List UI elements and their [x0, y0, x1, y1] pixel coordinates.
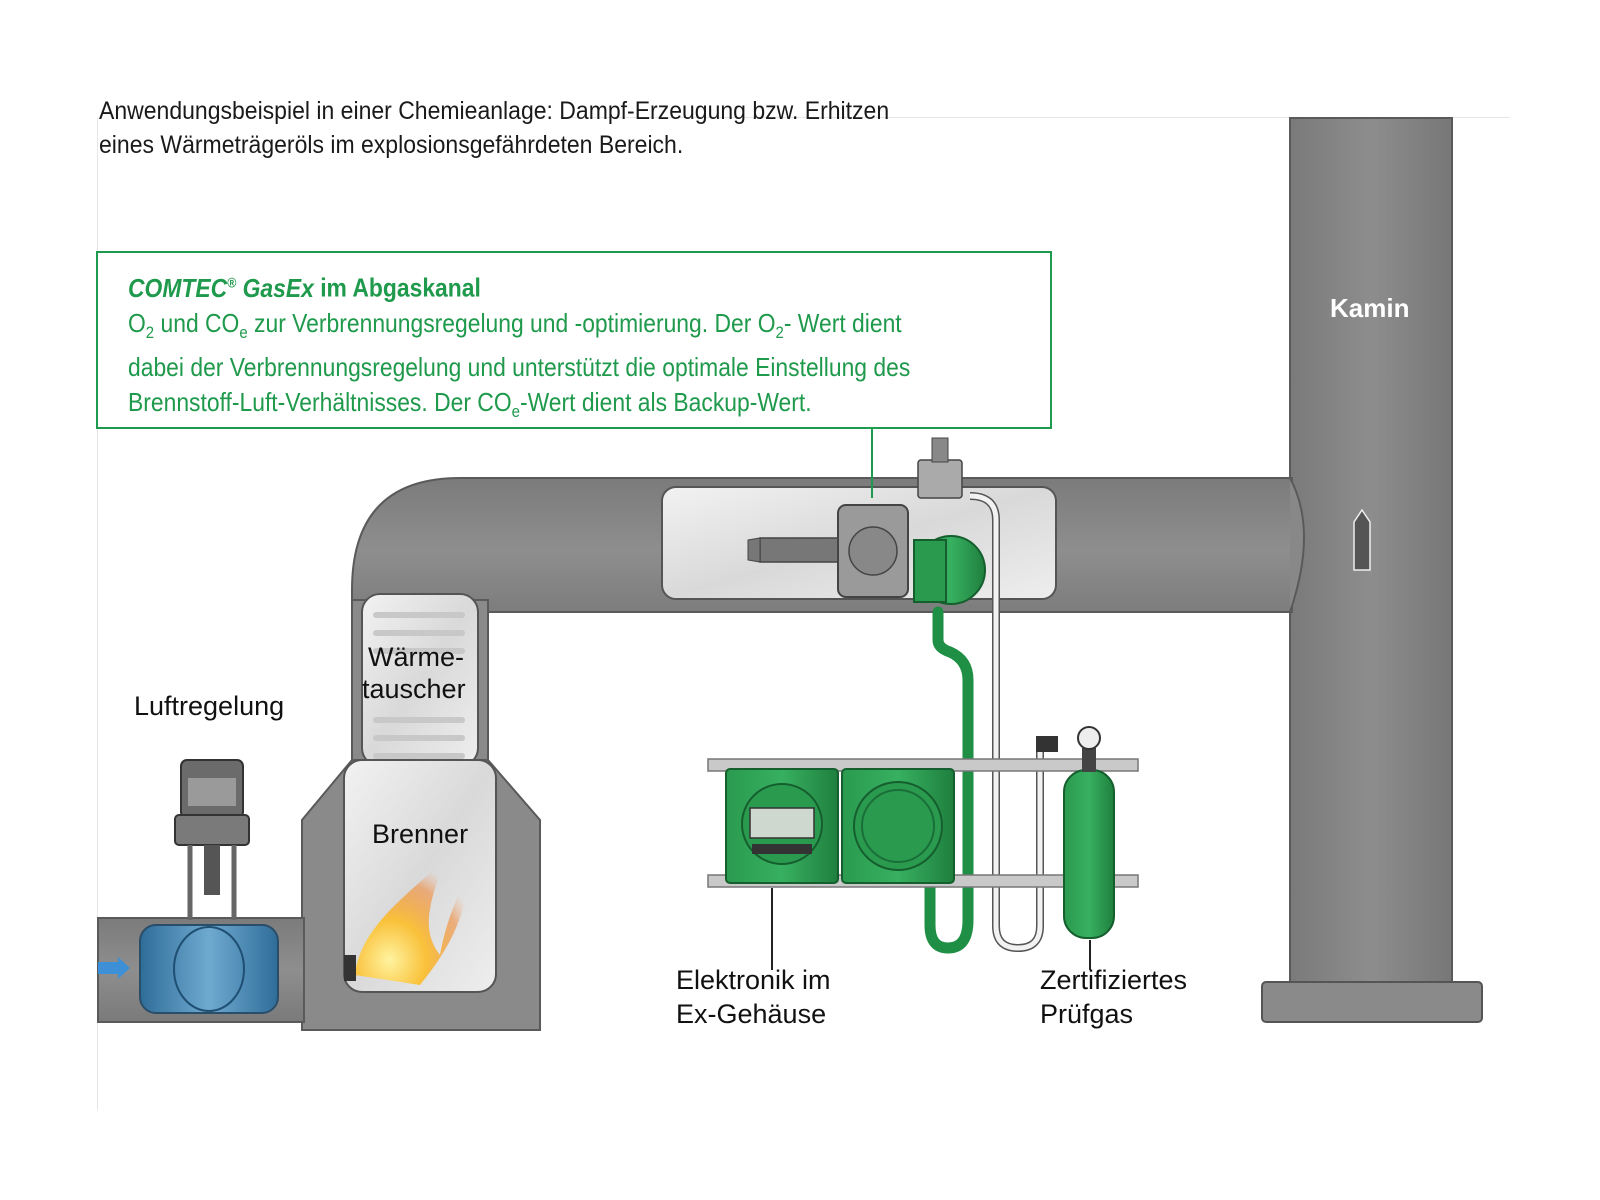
test-gas-cylinder [1036, 726, 1115, 939]
frame-top-rule [560, 117, 1510, 118]
callout-line-3: Brennstoff-Luft-Verhältnisses. Der COe-W… [128, 385, 910, 429]
label-elektronik-2: Ex-Gehäuse [676, 999, 827, 1029]
callout-line-2: dabei der Verbrennungsregelung und unter… [128, 351, 911, 382]
callout-text: COMTEC® GasEx im Abgaskanal O2 und COe z… [128, 265, 910, 429]
electronics-housing-right [841, 768, 955, 884]
label-kamin: Kamin [1330, 293, 1410, 323]
label-luftregelung: Luftregelung [134, 691, 285, 721]
heat-exchanger [351, 593, 489, 767]
t-line3-a: Brennstoff-Luft-Verhältnisses. Der CO [128, 386, 512, 417]
t-mid: zur Verbrennungsregelung und -optimierun… [247, 307, 776, 338]
label-pruefgas-2: Prüfgas [1040, 999, 1134, 1029]
heading-line-1: Anwendungsbeispiel in einer Chemieanlage… [99, 97, 890, 125]
air-supply-pipe [97, 917, 305, 1023]
t-sub-e: e [239, 322, 248, 342]
callout-title: COMTEC® GasEx im Abgaskanal [128, 265, 910, 306]
frame-left-rule [97, 118, 98, 1110]
test-gas-line [969, 493, 1043, 951]
label-waerme-1: Wärme- [368, 642, 464, 672]
pressure-gauge-icon [1077, 726, 1101, 750]
furnace [301, 759, 541, 1031]
t-o: O [128, 307, 146, 338]
title-registered-mark: ® [227, 274, 237, 290]
flow-arrow-up-icon [1353, 508, 1371, 571]
label-elektronik-1: Elektronik im [676, 965, 831, 995]
t-line3-c: -Wert dient als Backup-Wert. [519, 386, 812, 417]
signal-cable [924, 606, 974, 954]
t-line3-sub-e: e [511, 401, 520, 421]
electronics-housing-left [725, 768, 839, 884]
title-brand: COMTEC [128, 272, 228, 303]
callout-box: COMTEC® GasEx im Abgaskanal O2 und COe z… [96, 251, 1052, 429]
t-sub-2b: 2 [775, 322, 784, 342]
t-sub-2: 2 [145, 322, 155, 342]
flow-arrow-right-icon [98, 957, 130, 979]
gasex-probe [747, 437, 986, 605]
damper-window [139, 924, 279, 1014]
label-pruefgas-1: Zertifiziertes [1040, 965, 1188, 995]
heading-line-2: eines Wärmeträgeröls im explosionsgefähr… [99, 131, 684, 159]
label-brenner: Brenner [372, 819, 469, 849]
t-und-co: und CO [154, 307, 240, 338]
chimney [1261, 117, 1483, 1023]
air-damper-actuator [174, 759, 250, 920]
label-waerme-2: tauscher [362, 674, 466, 704]
t-end: - Wert dient [783, 307, 902, 338]
title-product: GasEx [236, 272, 314, 303]
flame-icon [355, 860, 470, 985]
title-rest: im Abgaskanal [313, 272, 481, 303]
display-screen [749, 807, 815, 839]
callout-line-1: O2 und COe zur Verbrennungsregelung und … [128, 306, 910, 350]
page-heading: Anwendungsbeispiel in einer Chemieanlage… [99, 94, 927, 162]
